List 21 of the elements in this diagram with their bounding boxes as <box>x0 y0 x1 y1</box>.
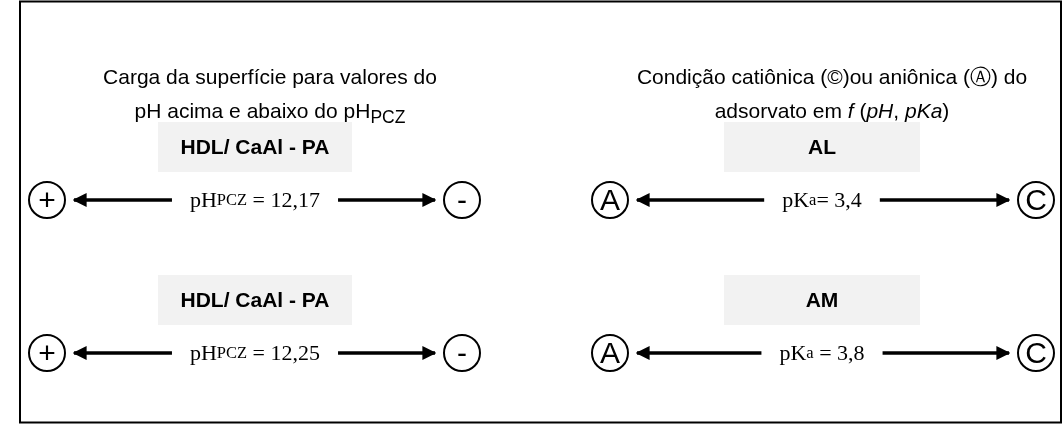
heading-text: Condição catiônica (©)ou aniônica (Ⓐ) do adsorvato em f (pH, pKa) <box>635 64 1029 124</box>
arrow <box>338 193 437 207</box>
circled-symbol: - <box>443 181 481 219</box>
sample-label-box: HDL/ CaAl - PA <box>158 122 352 172</box>
circled-symbol: A <box>591 181 629 219</box>
circled-symbol: A <box>591 334 629 372</box>
sample-label-box: AM <box>724 275 920 325</box>
arrow <box>635 346 762 360</box>
arrow <box>879 193 1011 207</box>
circled-symbol: - <box>443 334 481 372</box>
circled-symbol: + <box>28 181 66 219</box>
arrow <box>72 346 172 360</box>
circled-symbol: C <box>1017 334 1055 372</box>
sample-label-box: AL <box>724 122 920 172</box>
arrow <box>72 193 172 207</box>
circled-symbol: C <box>1017 181 1055 219</box>
circled-symbol: + <box>28 334 66 372</box>
sample-label-box: HDL/ CaAl - PA <box>158 275 352 325</box>
arrow <box>635 193 765 207</box>
arrow <box>882 346 1011 360</box>
arrow <box>338 346 437 360</box>
